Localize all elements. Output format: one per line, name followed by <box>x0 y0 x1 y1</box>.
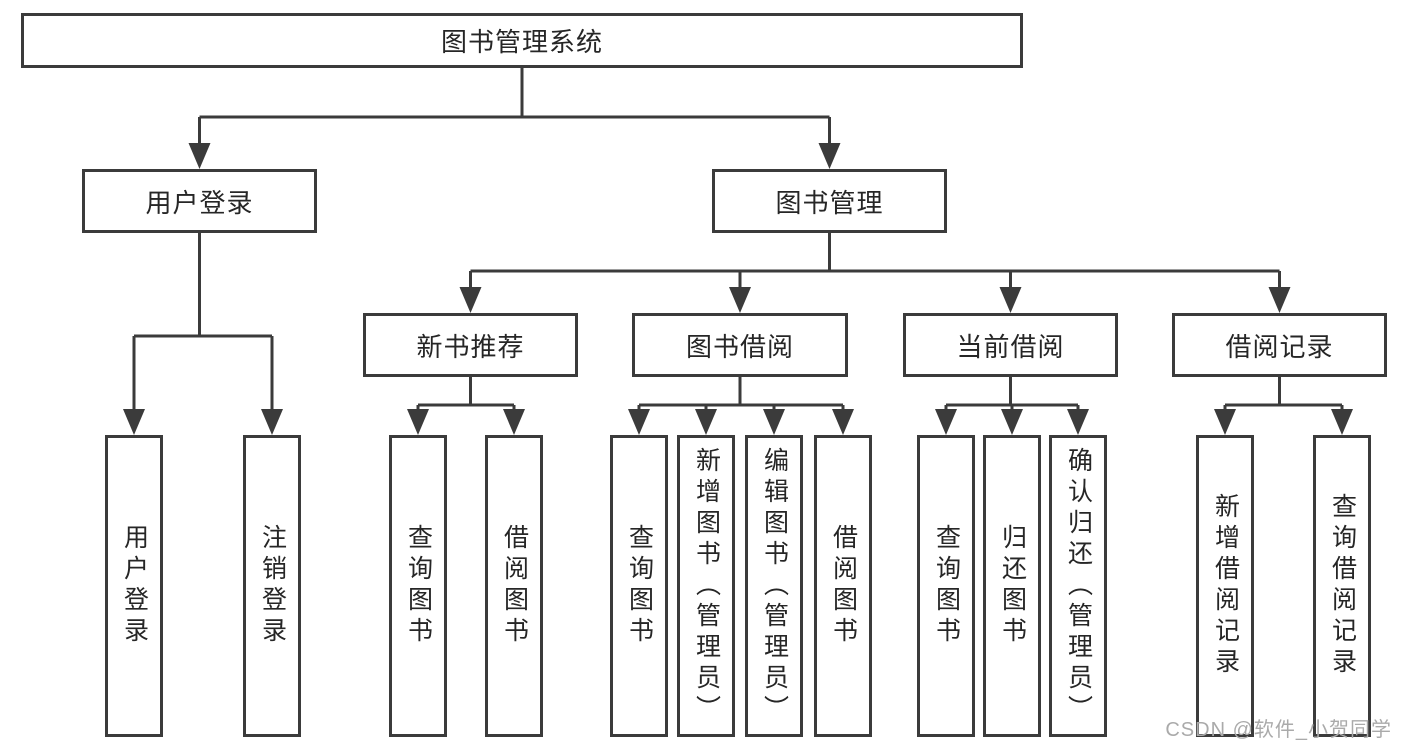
leaf-label: 新增图书（管理员） <box>692 446 721 726</box>
node-label: 图书管理系统 <box>440 27 603 57</box>
leaf-query-books-recommend: 查询图书 <box>389 435 447 737</box>
leaf-confirm-return-admin: 确认归还（管理员） <box>1049 435 1107 737</box>
leaf-user-login: 用户登录 <box>105 435 163 737</box>
leaf-label: 查询图书 <box>932 524 961 648</box>
node-borrow-records: 借阅记录 <box>1172 313 1387 377</box>
leaf-borrow-books: 借阅图书 <box>814 435 872 737</box>
node-label: 图书管理 <box>775 187 884 218</box>
leaf-label: 借阅图书 <box>500 524 529 648</box>
node-label: 借阅记录 <box>1225 331 1334 362</box>
leaf-label: 确认归还（管理员） <box>1064 446 1093 726</box>
leaf-label: 查询借阅记录 <box>1328 493 1357 679</box>
node-user-login: 用户登录 <box>82 169 317 233</box>
leaf-logout: 注销登录 <box>243 435 301 737</box>
leaf-label: 新增借阅记录 <box>1211 493 1240 679</box>
node-label: 当前借阅 <box>956 331 1065 362</box>
leaf-add-book-admin: 新增图书（管理员） <box>677 435 735 737</box>
node-label: 新书推荐 <box>416 331 525 362</box>
leaf-add-borrow-record: 新增借阅记录 <box>1196 435 1254 737</box>
leaf-label: 查询图书 <box>625 524 654 648</box>
leaf-query-borrow-record: 查询借阅记录 <box>1313 435 1371 737</box>
leaf-edit-book-admin: 编辑图书（管理员） <box>745 435 803 737</box>
leaf-return-book: 归还图书 <box>983 435 1041 737</box>
node-label: 图书借阅 <box>685 331 794 362</box>
leaf-label: 借阅图书 <box>829 524 858 648</box>
node-book-management: 图书管理 <box>712 169 947 233</box>
leaf-label: 用户登录 <box>120 524 149 648</box>
arrowheads <box>123 143 1353 435</box>
node-label: 用户登录 <box>145 187 254 218</box>
csdn-watermark: CSDN @软件_小贺同学 <box>1165 719 1392 741</box>
leaf-query-books-borrow: 查询图书 <box>610 435 668 737</box>
node-book-borrow: 图书借阅 <box>632 313 848 377</box>
node-current-borrow: 当前借阅 <box>903 313 1118 377</box>
leaf-label: 查询图书 <box>404 524 433 648</box>
node-library-system: 图书管理系统 <box>21 13 1023 68</box>
leaf-query-books-current: 查询图书 <box>917 435 975 737</box>
leaf-label: 编辑图书（管理员） <box>760 446 789 726</box>
leaf-borrow-books-recommend: 借阅图书 <box>485 435 543 737</box>
leaf-label: 注销登录 <box>258 524 287 648</box>
node-new-book-recommend: 新书推荐 <box>363 313 578 377</box>
leaf-label: 归还图书 <box>998 524 1027 648</box>
